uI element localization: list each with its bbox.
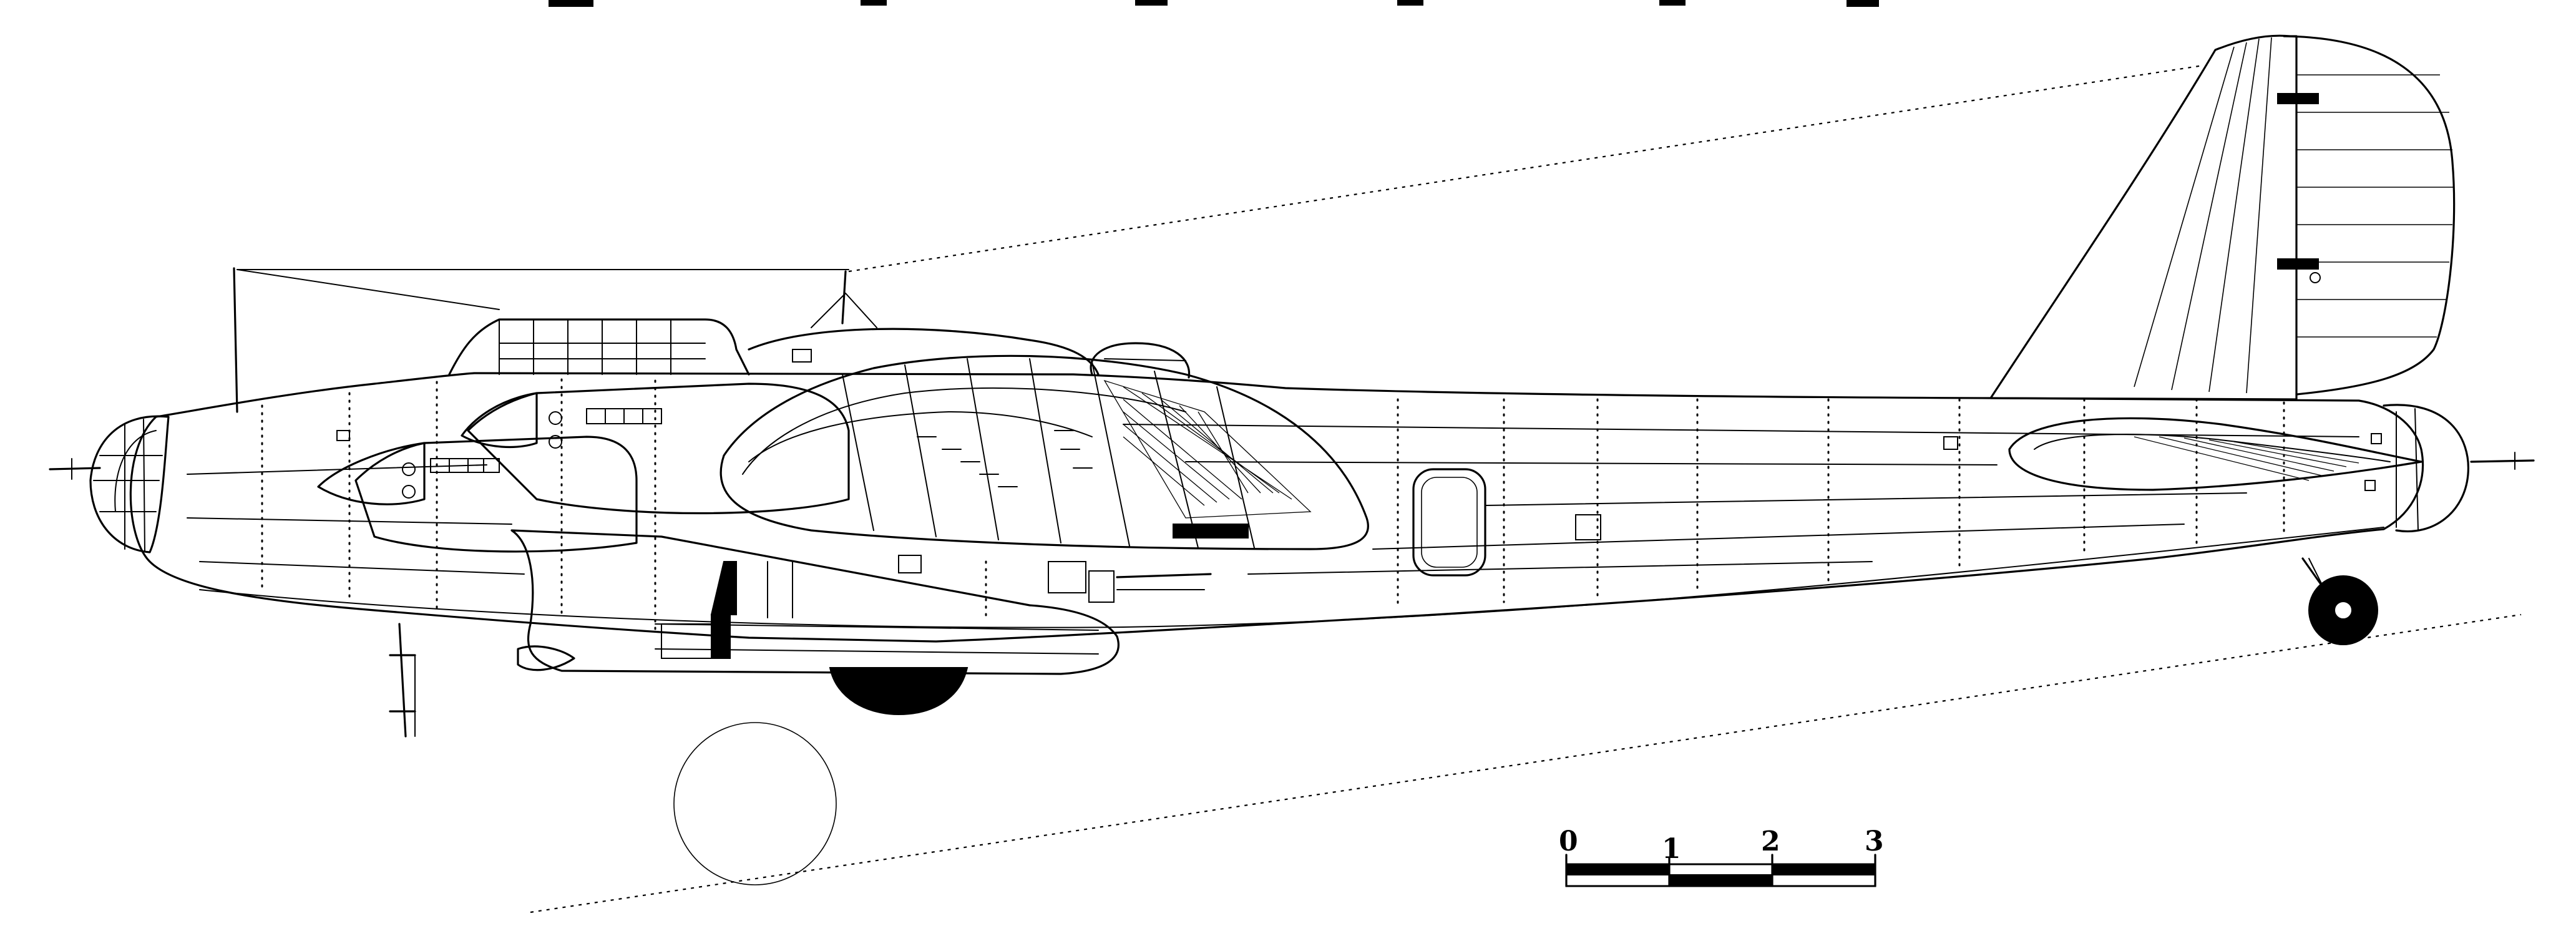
- tail-cone: [2364, 404, 2535, 532]
- landing-gear-nacelle: [389, 529, 1212, 885]
- antenna-masts: [233, 267, 877, 413]
- scale-segment-2-3: [1772, 864, 1876, 875]
- wing: [720, 354, 1369, 550]
- cockpit-canopy: [448, 318, 1100, 376]
- scale-segment-1-2: [1669, 874, 1773, 887]
- scale-label-2: 2: [1761, 826, 1780, 857]
- scale-segment-0-1: [1566, 864, 1670, 875]
- scale-bar: 0 1 2 3: [1559, 826, 1884, 887]
- scale-label-0: 0: [1559, 826, 1578, 857]
- construction-lines: [237, 64, 2522, 914]
- tail-fin: [1989, 34, 2456, 401]
- engine-nacelles: [317, 383, 850, 553]
- top-edge-marks: [549, 0, 1879, 7]
- horizontal-stabilizer: [2008, 417, 2422, 491]
- nose-glazing: [49, 415, 170, 553]
- tail-wheel: [2301, 557, 2378, 645]
- scale-label-3: 3: [1865, 826, 1884, 857]
- scale-label-1: 1: [1662, 833, 1681, 865]
- fuselage: [129, 372, 2424, 643]
